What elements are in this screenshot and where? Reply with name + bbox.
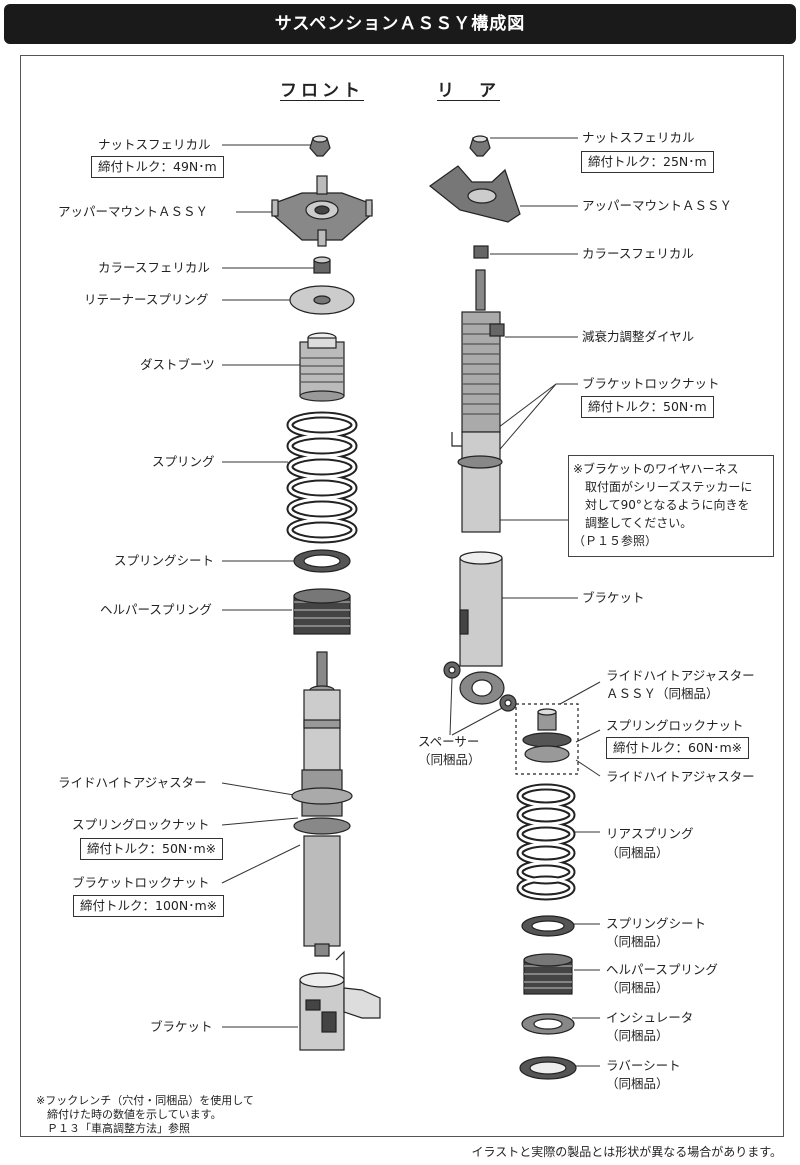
- rear-helper-spring-label: ヘルパースプリング: [606, 962, 718, 977]
- front-nut-label: ナットスフェリカル: [98, 137, 211, 152]
- front-spring-label: スプリング: [152, 454, 215, 469]
- front-collar-label: カラースフェリカル: [98, 260, 210, 275]
- front-helper-spring-label: ヘルパースプリング: [100, 602, 212, 617]
- footnote-line: ※フックレンチ（穴付・同梱品）を使用して: [36, 1094, 254, 1107]
- front-retainer-label: リテーナースプリング: [84, 292, 209, 307]
- footnote-line: Ｐ１３「車高調整方法」参照: [36, 1122, 190, 1135]
- rear-bracket-locknut-label: ブラケットロックナット: [582, 376, 720, 391]
- insulator-label: インシュレータ: [606, 1010, 694, 1025]
- rear-ride-height-assy-label: ライドハイトアジャスター: [606, 668, 755, 683]
- rear-bracket-label: ブラケット: [582, 590, 645, 605]
- rear-collar-label: カラースフェリカル: [582, 246, 694, 261]
- rubber-seat-label: ラバーシート: [606, 1058, 681, 1073]
- rear-ride-height-assy-sub: ＡＳＳＹ（同梱品）: [606, 686, 719, 701]
- rear-nut-torque: 締付トルク：25N･m: [581, 151, 714, 173]
- front-bracket-locknut-label: ブラケットロックナット: [72, 875, 210, 890]
- rear-nut-label: ナットスフェリカル: [582, 130, 695, 145]
- rear-damping-dial-label: 減衰力調整ダイヤル: [582, 329, 695, 344]
- rear-spring-seat-sub: （同梱品）: [606, 934, 669, 949]
- rear-spring-sub: （同梱品）: [606, 845, 669, 860]
- note-line: ※ブラケットのワイヤハーネス: [573, 462, 739, 476]
- rear-spring-seat-label: スプリングシート: [606, 916, 707, 931]
- insulator-sub: （同梱品）: [606, 1028, 669, 1043]
- rear-spring-locknut-label: スプリングロックナット: [606, 718, 744, 733]
- footnote-line: 締付けた時の数値を示しています。: [36, 1108, 222, 1121]
- spacer-sub: （同梱品）: [418, 752, 481, 767]
- page-title: サスペンションＡＳＳＹ構成図: [4, 4, 796, 44]
- front-spring-locknut-torque: 締付トルク：50N･m※: [80, 838, 224, 860]
- rubber-seat-sub: （同梱品）: [606, 1076, 669, 1091]
- front-bracket-locknut-torque: 締付トルク：100N･m※: [73, 895, 225, 917]
- front-upper-mount-label: アッパーマウントＡＳＳＹ: [58, 204, 209, 219]
- front-dust-boot-label: ダストブーツ: [140, 357, 215, 372]
- harness-orientation-note: ※ブラケットのワイヤハーネス 取付面がシリーズステッカーに 対して90°となるよ…: [568, 455, 774, 557]
- rear-spring-locknut-torque: 締付トルク：60N･m※: [606, 737, 750, 759]
- front-ride-height-label: ライドハイトアジャスター: [58, 775, 207, 790]
- rear-spring-label: リアスプリング: [606, 826, 694, 841]
- note-line: 取付面がシリーズステッカーに: [573, 480, 753, 494]
- rear-upper-mount-label: アッパーマウントＡＳＳＹ: [582, 198, 733, 213]
- front-spring-seat-label: スプリングシート: [114, 553, 215, 568]
- rear-bracket-locknut-torque: 締付トルク：50N･m: [581, 396, 714, 418]
- front-bracket-label: ブラケット: [150, 1019, 213, 1034]
- diagram-frame: [20, 55, 784, 1137]
- front-column-heading: フロント: [280, 81, 364, 101]
- note-line: （Ｐ１５参照）: [573, 534, 658, 548]
- rear-ride-height-label: ライドハイトアジャスター: [606, 769, 755, 784]
- rear-helper-spring-sub: （同梱品）: [606, 980, 669, 995]
- front-nut-torque: 締付トルク：49N･m: [91, 156, 224, 178]
- rear-column-heading: リ ア: [437, 81, 500, 101]
- note-line: 調整してください。: [573, 516, 693, 530]
- front-spring-locknut-label: スプリングロックナット: [72, 817, 210, 832]
- note-line: 対して90°となるように向きを: [573, 498, 750, 512]
- spacer-label: スペーサー: [418, 734, 480, 749]
- disclaimer: イラストと実際の製品とは形状が異なる場合があります。: [471, 1145, 782, 1159]
